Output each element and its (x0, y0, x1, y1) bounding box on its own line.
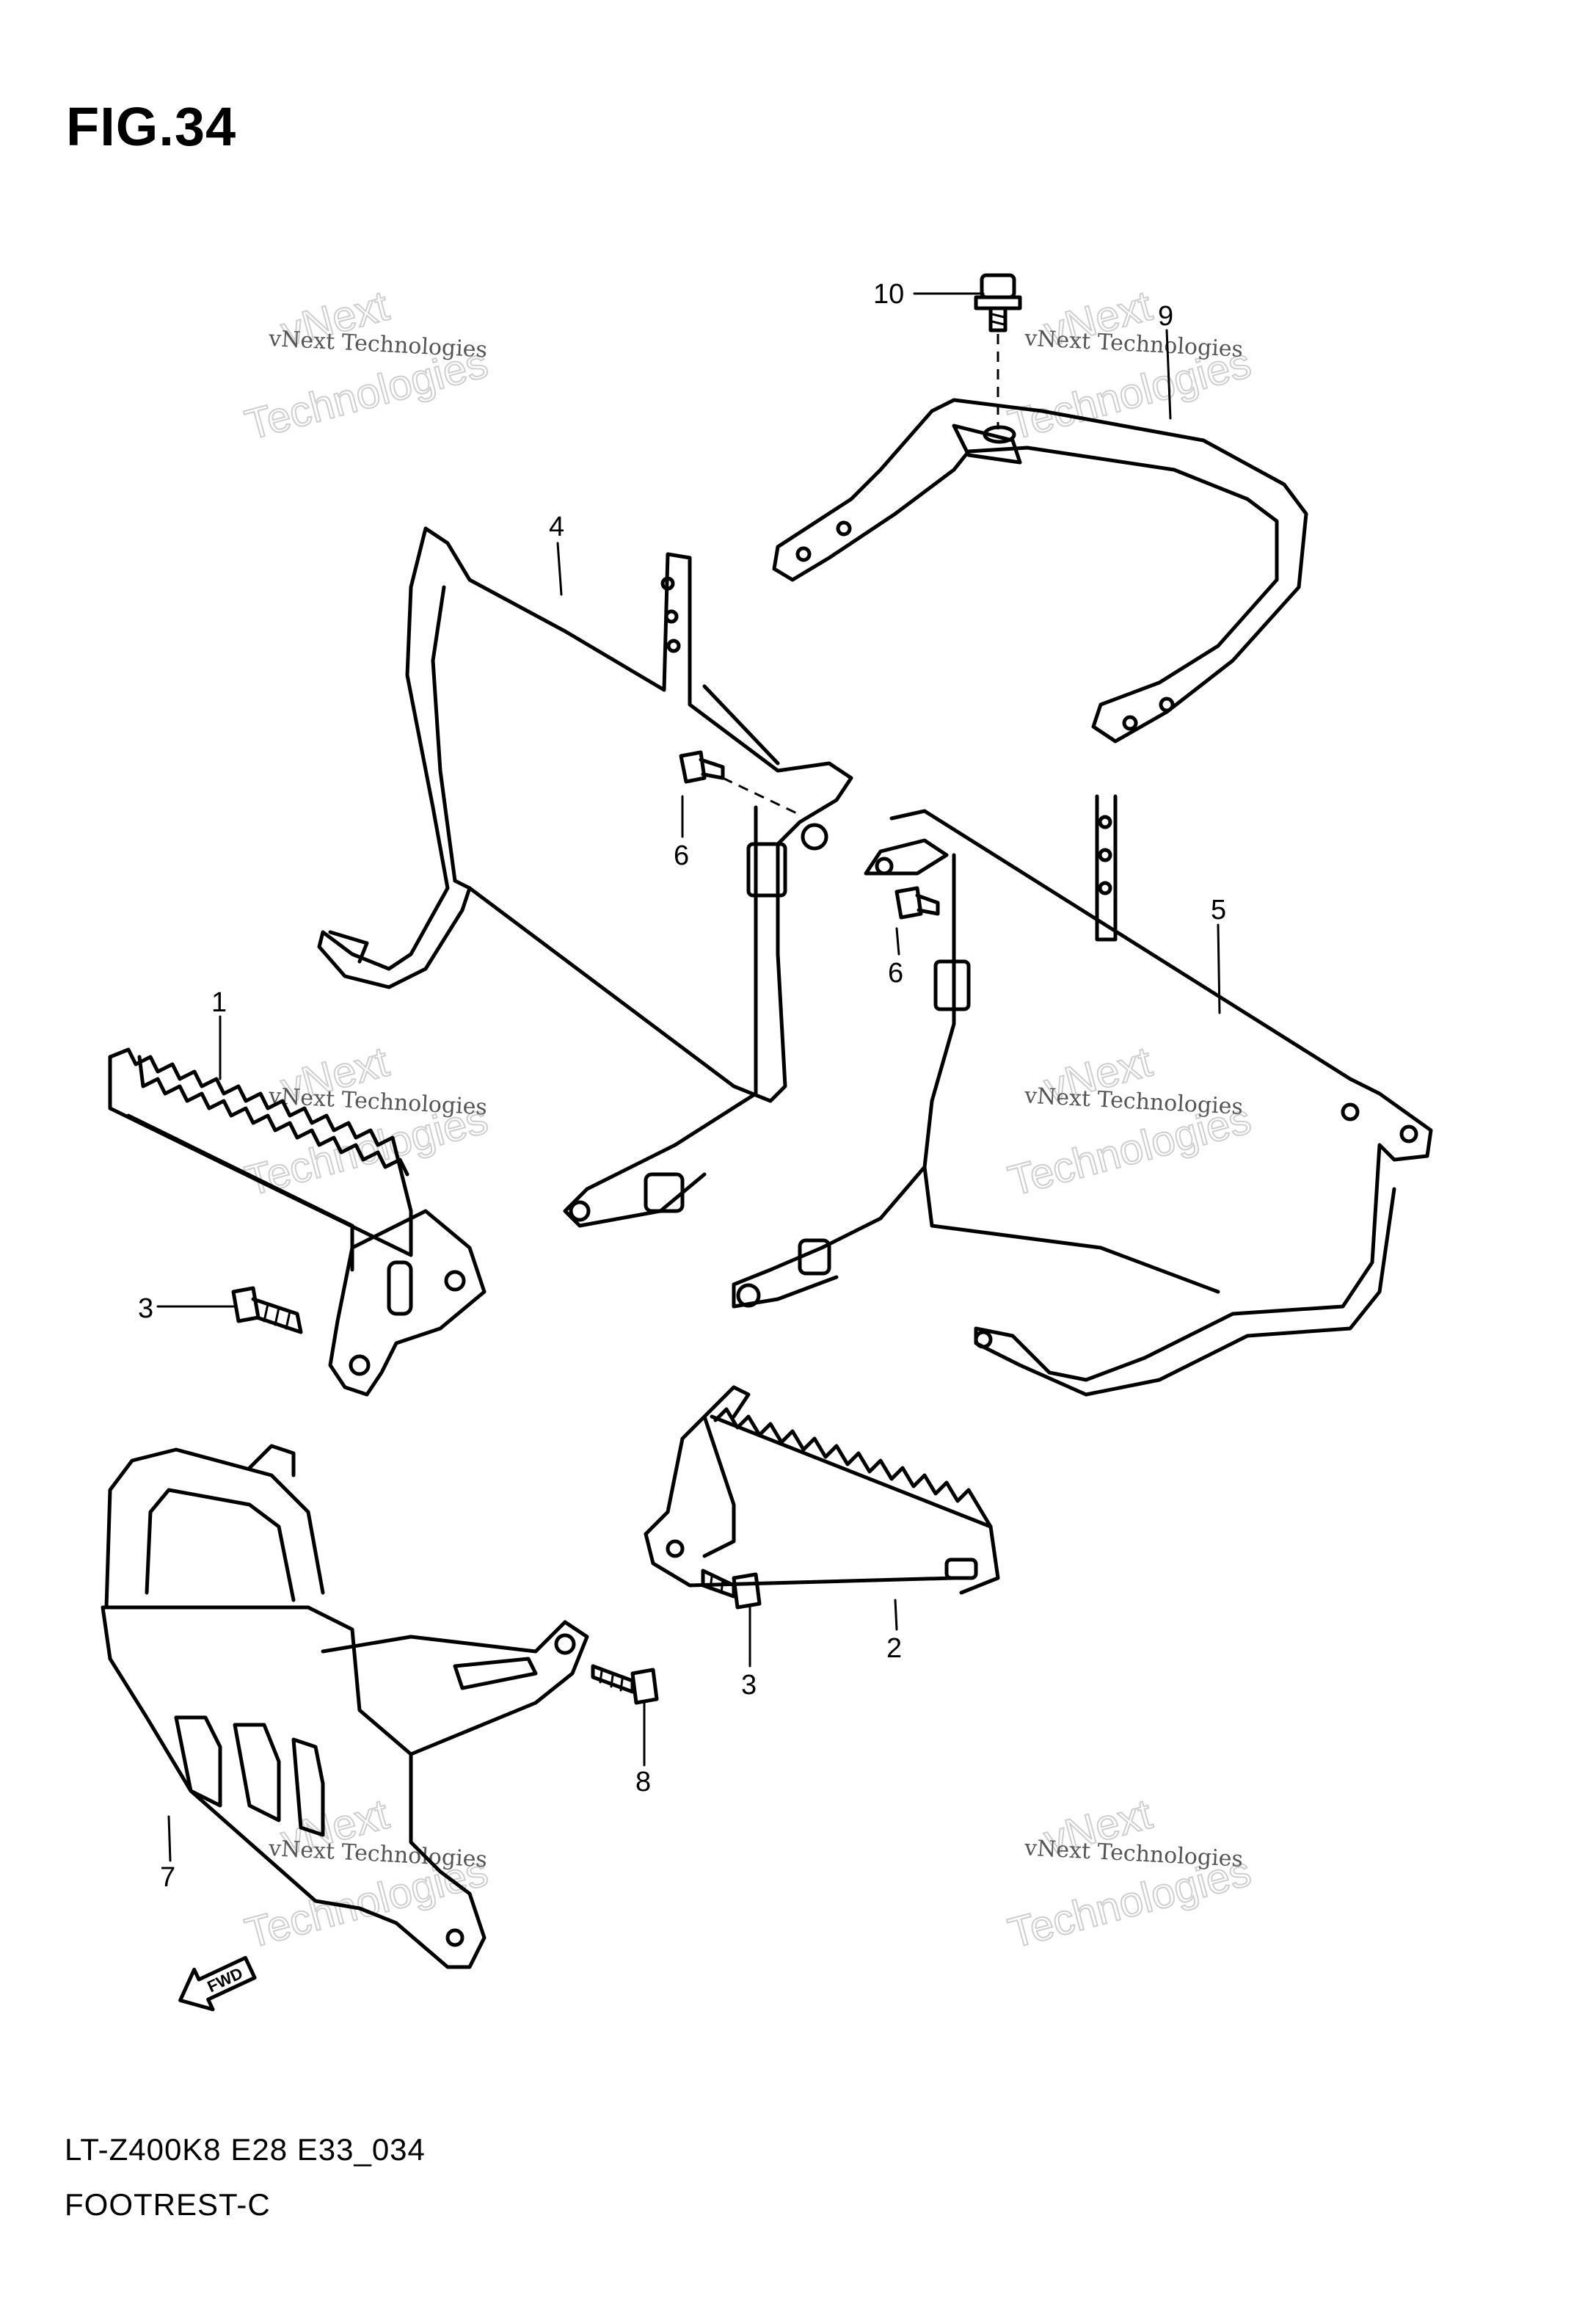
figure-title: FIG.34 (66, 96, 237, 157)
callout-8: 8 (635, 1767, 651, 1797)
leader-lines (156, 292, 1221, 1862)
callout-5: 5 (1211, 895, 1226, 926)
callout-labels: 10 9 4 1 5 3 6 6 2 3 8 7 (138, 279, 1226, 1893)
part-3-bolt-left (231, 1286, 303, 1334)
callout-10: 10 (873, 279, 904, 310)
watermark-mid-right: vNext Technologies vNext Technologies (1003, 1037, 1257, 1206)
callout-4: 4 (549, 512, 564, 542)
fwd-direction-badge: FWD (178, 1955, 257, 2012)
watermark-mid-left: vNext Technologies vNext Technologies (240, 1037, 494, 1206)
watermark-caption: vNext Technologies (1023, 325, 1243, 363)
part-5-right-frame (732, 794, 1433, 1397)
callout-6-lower: 6 (888, 958, 903, 989)
part-2-right-footpeg (644, 1385, 1000, 1595)
part-1-left-footpeg (108, 1047, 487, 1397)
section-name: FOOTREST-C (65, 2187, 271, 2222)
part-10-bolt (974, 273, 1022, 429)
part-8-bolt (591, 1664, 659, 1705)
watermark-caption: vNext Technologies (267, 326, 487, 363)
part-9-rear-bar (772, 398, 1308, 744)
watermark-caption: vNext Technologies (267, 1836, 487, 1873)
part-3-bolt-right (701, 1568, 762, 1610)
part-7-front-guard (101, 1444, 589, 1969)
watermark-caption: vNext Technologies (267, 1083, 487, 1121)
watermark-top-right: vNext Technologies vNext Technologies (1003, 281, 1257, 450)
model-code: LT-Z400K8 E28 E33_034 (65, 2132, 426, 2167)
callout-7: 7 (160, 1862, 175, 1893)
watermark-caption: vNext Technologies (1023, 1835, 1243, 1872)
watermark-bottom-right: vNext Technologies vNext Technologies (1003, 1789, 1257, 1958)
callout-2: 2 (886, 1633, 902, 1664)
callout-9: 9 (1158, 301, 1173, 332)
part-6-bolt-lower (894, 886, 940, 920)
part-4-left-frame (317, 526, 853, 1228)
watermark-caption: vNext Technologies (1023, 1083, 1243, 1120)
callout-6-upper: 6 (674, 840, 689, 871)
callout-1: 1 (211, 987, 227, 1018)
callout-3-left: 3 (138, 1293, 153, 1324)
part-6-bolt-upper (679, 750, 801, 816)
watermark-top-left: vNext Technologies vNext Technologies (240, 281, 494, 450)
callout-3-right: 3 (741, 1670, 757, 1701)
